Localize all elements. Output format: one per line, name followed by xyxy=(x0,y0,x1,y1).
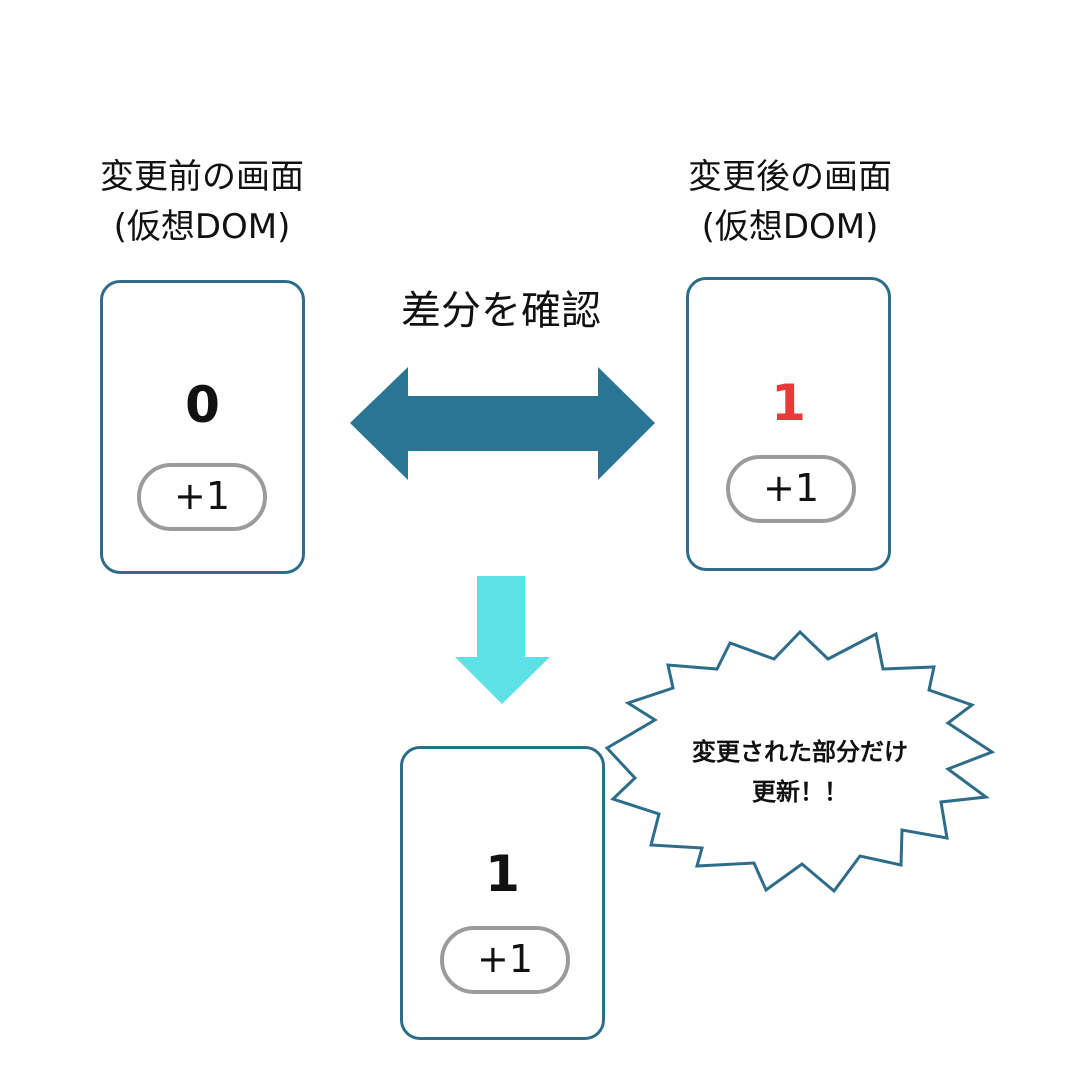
before-increment-button[interactable]: +1 xyxy=(137,463,267,531)
before-heading: 変更前の画面 (仮想DOM) xyxy=(62,152,342,252)
down-arrow-icon xyxy=(455,576,550,704)
result-screen-card: 1 +1 xyxy=(400,746,605,1040)
after-screen-card: 1 +1 xyxy=(686,277,891,571)
double-arrow-icon xyxy=(350,367,655,480)
before-heading-line2: (仮想DOM) xyxy=(113,207,291,247)
after-heading: 変更後の画面 (仮想DOM) xyxy=(650,152,930,252)
before-heading-line1: 変更前の画面 xyxy=(100,157,304,197)
before-screen-card: 0 +1 xyxy=(100,280,305,574)
starburst-callout-shape xyxy=(604,629,996,894)
compare-label: 差分を確認 xyxy=(401,288,601,334)
callout-line1: 変更された部分だけ xyxy=(692,738,908,766)
before-count: 0 xyxy=(185,376,220,434)
callout-text: 変更された部分だけ 更新！！ xyxy=(640,732,960,812)
after-count: 1 xyxy=(771,374,806,432)
after-increment-button[interactable]: +1 xyxy=(726,455,856,523)
after-heading-line1: 変更後の画面 xyxy=(688,157,892,197)
result-increment-button[interactable]: +1 xyxy=(440,926,570,994)
after-heading-line2: (仮想DOM) xyxy=(701,207,879,247)
callout-line2: 更新！！ xyxy=(752,778,848,806)
result-count: 1 xyxy=(485,845,520,903)
